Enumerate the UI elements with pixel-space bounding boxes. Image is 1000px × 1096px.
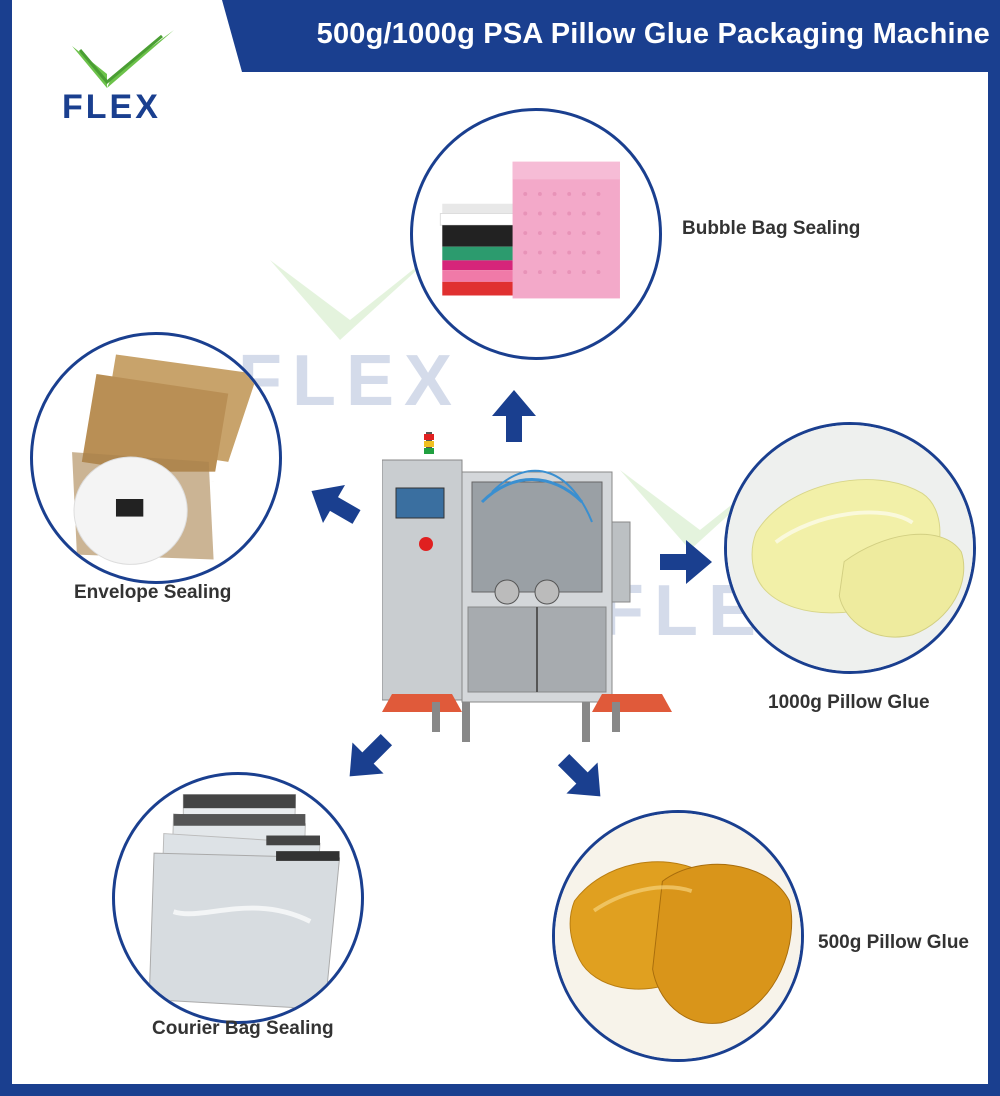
courier-bag-label: Courier Bag Sealing — [152, 1018, 334, 1039]
pillow-1000g-label: 1000g Pillow Glue — [768, 692, 930, 713]
arrow-down-right-icon — [557, 753, 601, 797]
watermark-text: FLEX — [238, 341, 463, 421]
bubble-bag-label: Bubble Bag Sealing — [682, 218, 861, 239]
logo-text: FLEX — [62, 88, 161, 126]
packaging-machine-image — [382, 432, 672, 742]
page-title: 500g/1000g PSA Pillow Glue Packaging Mac… — [316, 18, 990, 50]
courier-bag-image — [112, 772, 364, 1024]
arrow-down-left-icon — [349, 733, 393, 777]
envelope-label: Envelope Sealing — [74, 582, 232, 603]
arrow-right-icon — [660, 540, 712, 584]
title-banner — [222, 0, 1000, 72]
pillow-500g-label: 500g Pillow Glue — [818, 932, 969, 953]
flex-logo-check-icon — [72, 30, 174, 88]
arrow-up-left-icon — [311, 484, 361, 524]
envelope-image — [30, 332, 282, 584]
arrow-up-icon — [492, 390, 536, 442]
watermark-check-icon — [270, 240, 450, 340]
bubble-bag-image — [410, 108, 662, 360]
watermark-check-icon-2 — [620, 450, 800, 550]
pillow-glue-1000g-image — [724, 422, 976, 674]
pillow-glue-500g-image — [552, 810, 804, 1062]
